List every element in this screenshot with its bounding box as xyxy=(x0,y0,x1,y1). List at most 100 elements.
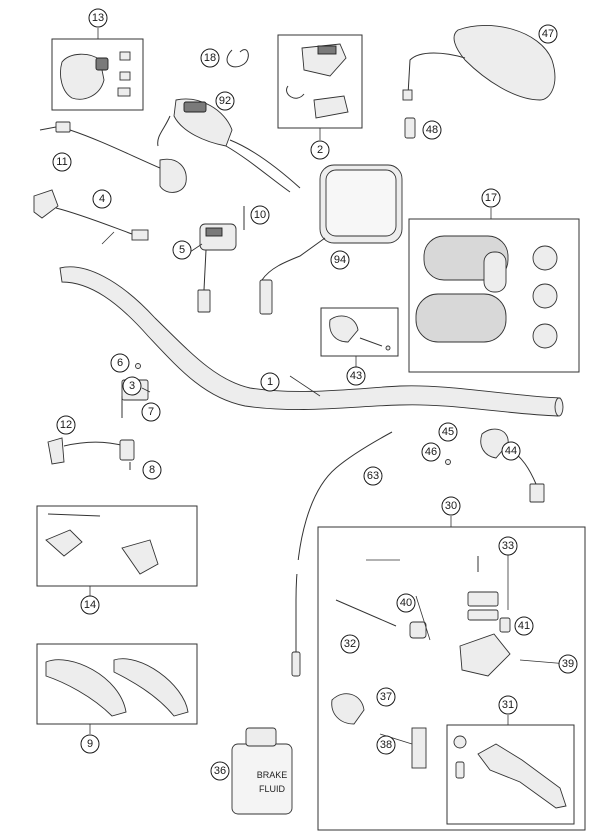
clamp-44 xyxy=(445,428,545,503)
svg-text:41: 41 xyxy=(518,620,530,632)
brake-fluid-label-line1: BRAKE xyxy=(257,770,288,780)
box-clamp-43 xyxy=(320,307,399,357)
callout-32: 32 xyxy=(340,634,360,654)
callout-2: 2 xyxy=(310,140,330,160)
callout-40: 40 xyxy=(396,593,416,613)
cable-tie-18 xyxy=(226,49,249,68)
svg-text:38: 38 xyxy=(380,739,392,751)
svg-text:32: 32 xyxy=(344,638,356,650)
callout-6: 6 xyxy=(110,353,130,373)
clamp-43 xyxy=(329,315,391,351)
svg-text:1: 1 xyxy=(267,376,273,388)
svg-text:31: 31 xyxy=(502,699,514,711)
handlebar xyxy=(59,266,564,417)
svg-text:2: 2 xyxy=(317,144,323,156)
svg-text:6: 6 xyxy=(117,357,123,369)
mirror-47 xyxy=(402,24,556,101)
callout-10: 10 xyxy=(250,205,270,225)
callout-39: 39 xyxy=(558,654,578,674)
callout-7: 7 xyxy=(141,402,161,422)
callout-47: 47 xyxy=(538,24,558,44)
box-brake-assembly-30 xyxy=(317,526,586,831)
callout-3: 3 xyxy=(122,376,142,396)
callout-14: 14 xyxy=(80,595,100,615)
svg-text:9: 9 xyxy=(87,738,93,750)
svg-text:92: 92 xyxy=(219,95,231,107)
svg-text:43: 43 xyxy=(350,370,362,382)
grips-17 xyxy=(415,235,558,349)
callout-46: 46 xyxy=(421,442,441,462)
callout-45: 45 xyxy=(438,422,458,442)
svg-text:18: 18 xyxy=(204,52,216,64)
svg-text:4: 4 xyxy=(99,193,105,205)
svg-text:33: 33 xyxy=(502,540,514,552)
box-lever-31 xyxy=(446,724,575,825)
callout-11: 11 xyxy=(52,152,72,172)
callout-48: 48 xyxy=(422,120,442,140)
svg-text:94: 94 xyxy=(334,254,346,266)
callout-38: 38 xyxy=(376,735,396,755)
box-grips-17 xyxy=(408,218,580,373)
mirror-mount-14 xyxy=(45,513,159,575)
brake-fluid-bottle: BRAKE FLUID xyxy=(231,727,293,815)
box-handguards-9 xyxy=(36,643,198,725)
svg-text:45: 45 xyxy=(442,426,454,438)
callout-8: 8 xyxy=(142,460,162,480)
switch-5 xyxy=(197,223,237,313)
svg-text:37: 37 xyxy=(380,691,392,703)
callout-9: 9 xyxy=(80,734,100,754)
callout-37: 37 xyxy=(376,687,396,707)
callout-41: 41 xyxy=(514,616,534,636)
callout-63: 63 xyxy=(363,466,383,486)
switch-4 xyxy=(33,189,149,241)
callout-12: 12 xyxy=(56,415,76,435)
callout-4: 4 xyxy=(92,189,112,209)
svg-text:12: 12 xyxy=(60,419,72,431)
svg-text:17: 17 xyxy=(485,192,497,204)
svg-text:11: 11 xyxy=(56,156,67,168)
svg-text:13: 13 xyxy=(92,12,104,24)
callout-18: 18 xyxy=(200,48,220,68)
svg-text:39: 39 xyxy=(562,658,574,670)
mirror-nut-48 xyxy=(404,117,416,139)
svg-text:30: 30 xyxy=(445,500,457,512)
callout-1: 1 xyxy=(260,372,280,392)
box-switch-13 xyxy=(51,38,144,111)
svg-text:46: 46 xyxy=(425,446,437,458)
svg-text:8: 8 xyxy=(149,464,155,476)
lever-31 xyxy=(453,735,567,809)
svg-text:7: 7 xyxy=(148,406,154,418)
wiring-harness-11 xyxy=(39,121,187,193)
callout-17: 17 xyxy=(481,188,501,208)
switch-2 xyxy=(286,43,349,119)
svg-text:63: 63 xyxy=(367,470,379,482)
callout-30: 30 xyxy=(441,496,461,516)
mirror-94 xyxy=(259,164,403,315)
callout-43: 43 xyxy=(346,366,366,386)
cable-12 xyxy=(47,437,135,470)
throttle-92 xyxy=(157,98,301,193)
callout-44: 44 xyxy=(501,441,521,461)
svg-text:3: 3 xyxy=(129,380,135,392)
svg-text:36: 36 xyxy=(214,765,226,777)
svg-text:47: 47 xyxy=(542,28,554,40)
switch-13 xyxy=(60,51,131,100)
brake-master-cylinder xyxy=(331,556,511,769)
callout-92: 92 xyxy=(215,91,235,111)
handguards-9 xyxy=(45,658,189,717)
clutch-cable-63 xyxy=(286,431,393,677)
svg-text:5: 5 xyxy=(179,244,185,256)
callout-13: 13 xyxy=(88,8,108,28)
callout-94: 94 xyxy=(330,250,350,270)
svg-text:48: 48 xyxy=(426,124,438,136)
callout-36: 36 xyxy=(210,761,230,781)
svg-text:40: 40 xyxy=(400,597,412,609)
svg-text:14: 14 xyxy=(84,599,96,611)
callout-5: 5 xyxy=(172,240,192,260)
brake-fluid-label-line2: FLUID xyxy=(259,784,286,794)
svg-text:10: 10 xyxy=(254,209,266,221)
box-mirror-mount-14 xyxy=(36,505,198,587)
callout-31: 31 xyxy=(498,695,518,715)
callout-33: 33 xyxy=(498,536,518,556)
